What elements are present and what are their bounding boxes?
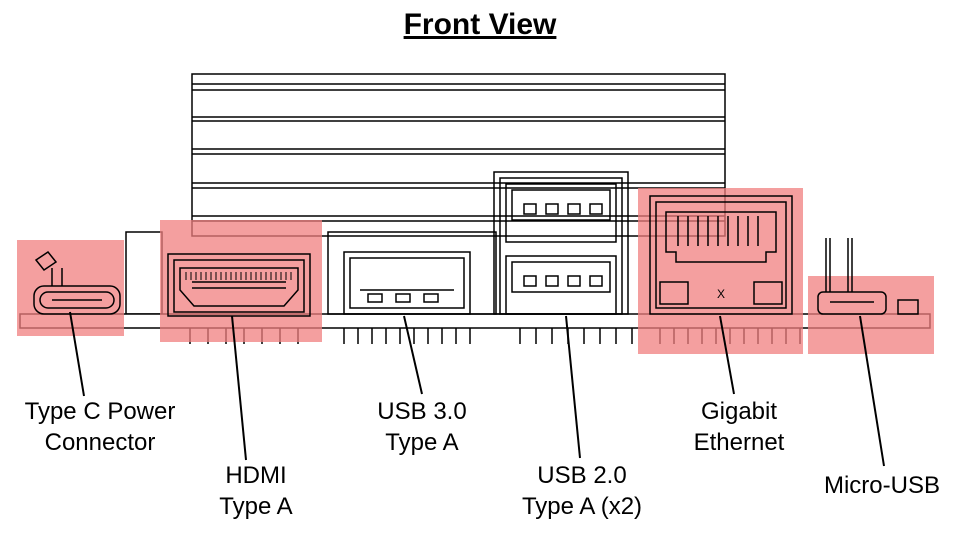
side-bracket: [125, 231, 163, 315]
heatsink: [191, 73, 726, 237]
leader-hdmi: [231, 315, 247, 461]
leader-usb3: [403, 315, 423, 395]
label-line: USB 3.0: [377, 398, 467, 425]
label-micro-usb: Micro-USB: [812, 470, 952, 501]
label-line: Type A: [385, 429, 459, 456]
label-line: Type A (x2): [521, 493, 643, 520]
label-line: HDMI: [225, 462, 287, 489]
label-usb-3-type-a: USB 3.0 Type A: [362, 396, 482, 458]
diagram-title: Front View: [403, 8, 557, 41]
leader-eth: [719, 315, 735, 395]
label-line: Type A: [219, 493, 293, 520]
usb-c-connector: [17, 240, 124, 336]
ethernet-connector: X: [638, 188, 803, 354]
label-type-c-power-connector: Type C Power Connector: [0, 396, 200, 458]
leader-lines: [69, 311, 885, 467]
leader-usb2: [565, 315, 581, 459]
usb-3-connector: [327, 231, 497, 315]
label-gigabit-ethernet: Gigabit Ethernet: [674, 396, 804, 458]
label-line: Connector: [44, 429, 156, 456]
label-line: Gigabit: [700, 398, 778, 425]
label-line: Type C Power: [24, 398, 176, 425]
hdmi-connector: [160, 220, 322, 342]
label-line: USB 2.0: [537, 462, 627, 489]
leader-usbc: [69, 311, 85, 397]
label-usb-2-type-a-x2: USB 2.0 Type A (x2): [500, 460, 664, 522]
micro-usb-connector: [808, 238, 934, 354]
label-line: Ethernet: [693, 429, 785, 456]
leader-micro: [859, 315, 885, 467]
label-line: Micro-USB: [823, 472, 940, 499]
usb-2-stack: [493, 171, 629, 315]
ethernet-mark: X: [717, 287, 725, 301]
label-hdmi-type-a: HDMI Type A: [196, 460, 316, 522]
